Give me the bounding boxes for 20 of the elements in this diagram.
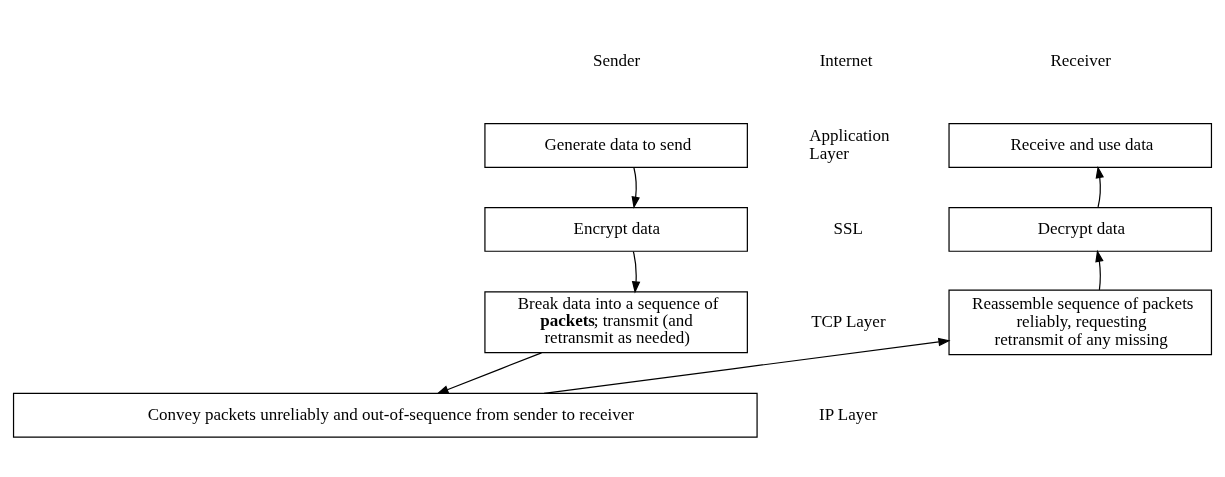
label: SSL xyxy=(833,218,863,238)
node-box: Break data into a sequence of packets; transmit (and retransmit as needed) xyxy=(484,291,748,354)
label: Internet xyxy=(819,51,873,71)
node-box: Receive and use data xyxy=(948,123,1213,169)
node-box: Decrypt data xyxy=(948,206,1213,252)
node-box: Convey packets unreliably and out-of-sequence from sender to receiver xyxy=(12,392,758,438)
label: Sender xyxy=(593,51,641,71)
arrow xyxy=(1095,249,1104,291)
arrow xyxy=(543,337,951,394)
arrow xyxy=(436,352,543,394)
node-box: Generate data to send xyxy=(484,123,748,169)
arrow xyxy=(631,251,641,294)
node-box: Encrypt data xyxy=(484,206,748,252)
label: Application Layer xyxy=(809,125,890,164)
node-box: Reassemble sequence of packets reliably, requesting retransmit of any missing xyxy=(948,289,1213,356)
arrow xyxy=(631,167,640,209)
label: Receiver xyxy=(1050,51,1111,71)
label: TCP Layer xyxy=(811,311,886,331)
arrow xyxy=(1095,165,1104,208)
label: IP Layer xyxy=(819,404,878,424)
